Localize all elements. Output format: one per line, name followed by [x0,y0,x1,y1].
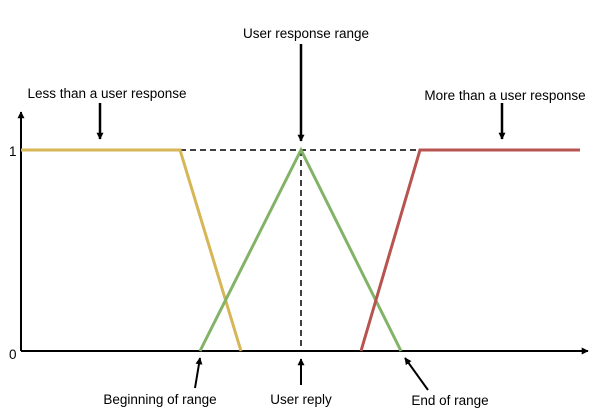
in-range-membership-line [198,146,403,352]
beginning-of-range-label: Beginning of range [103,392,216,407]
more-than-label: More than a user response [424,88,585,103]
user-reply-label: User reply [270,392,332,407]
less-than-membership-line [21,148,243,352]
end-of-range-arrow [404,357,429,391]
end-of-range-label: End of range [411,393,488,408]
more-than-membership-line [359,148,580,352]
y-tick-one: 1 [9,144,17,159]
less-than-label: Less than a user response [27,86,186,101]
beginning-of-range-arrow [194,357,203,389]
y-tick-zero: 0 [9,347,17,362]
user-response-range-label: User response range [243,26,369,41]
